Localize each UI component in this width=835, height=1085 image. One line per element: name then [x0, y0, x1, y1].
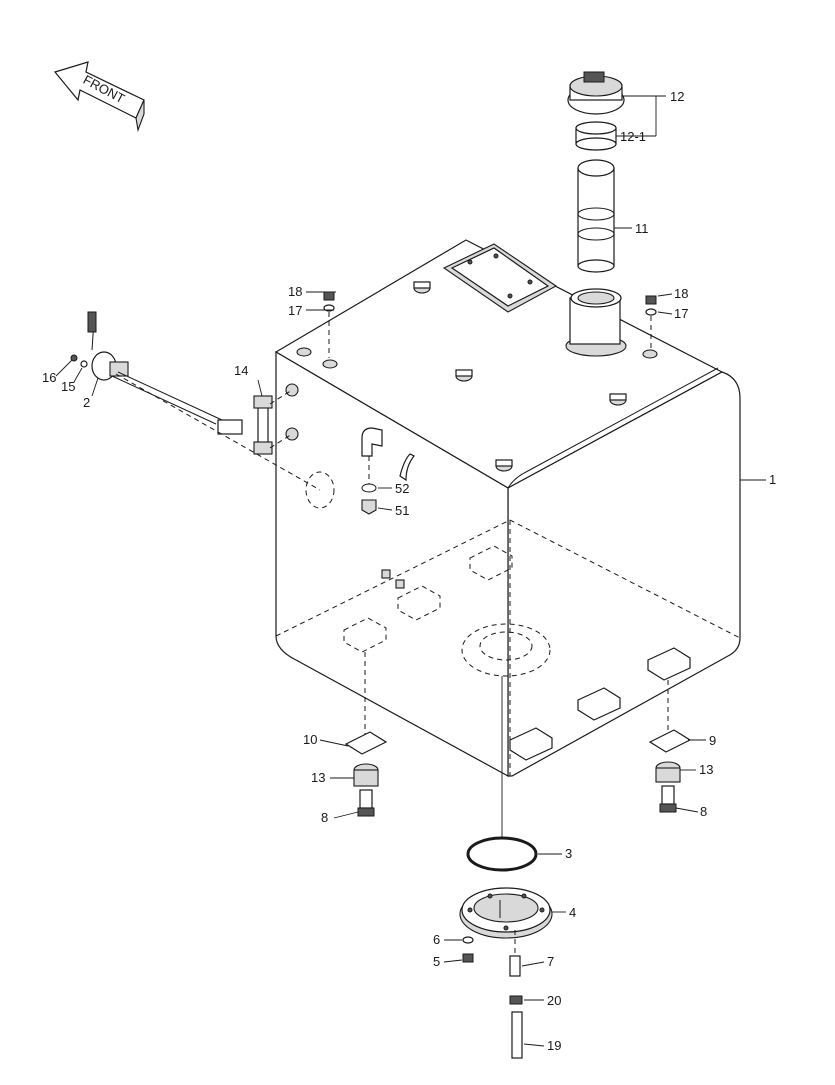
callout-1: 1	[769, 472, 776, 487]
callout-14: 14	[234, 363, 248, 378]
top-bolts	[323, 291, 657, 358]
callout-8-left: 8	[321, 810, 328, 825]
drain-valve	[509, 930, 523, 1059]
callout-12-1: 12-1	[620, 129, 646, 144]
callout-20: 20	[547, 993, 561, 1008]
callout-4: 4	[569, 905, 576, 920]
strainer	[577, 159, 615, 273]
leader-lines	[55, 95, 766, 1047]
front-arrow: FRONT	[53, 61, 145, 133]
right-mount	[648, 680, 692, 813]
callout-10: 10	[303, 732, 317, 747]
callout-15: 15	[61, 379, 75, 394]
drain-cover	[459, 887, 553, 939]
level-gauge	[253, 389, 293, 455]
level-switch	[70, 311, 321, 491]
callout-51: 51	[395, 503, 409, 518]
callout-7: 7	[547, 954, 554, 969]
callout-13-right: 13	[699, 762, 713, 777]
callout-9: 9	[709, 733, 716, 748]
callout-2: 2	[83, 395, 90, 410]
callout-6: 6	[433, 932, 440, 947]
elbow-fitting	[361, 427, 415, 515]
callout-18-right: 18	[674, 286, 688, 301]
breather-cap	[567, 71, 625, 115]
callout-11: 11	[635, 221, 649, 236]
callout-12: 12	[670, 89, 684, 104]
hydraulic-tank	[274, 239, 741, 778]
callout-13-left: 13	[311, 770, 325, 785]
callout-17-left: 17	[288, 303, 302, 318]
callout-19: 19	[547, 1038, 561, 1053]
callout-16: 16	[42, 370, 56, 385]
cover-bolts	[462, 936, 474, 963]
callout-3: 3	[565, 846, 572, 861]
o-ring	[466, 676, 538, 872]
left-mount	[344, 652, 388, 817]
breather-element	[575, 121, 617, 151]
callout-5: 5	[433, 954, 440, 969]
callout-18-left: 18	[288, 284, 302, 299]
callout-52: 52	[395, 481, 409, 496]
callout-17-right: 17	[674, 306, 688, 321]
callout-8-right: 8	[700, 804, 707, 819]
callout-labels: 1 12 12-1 11 18 17 18 17 14 2 15 16 52 5…	[42, 89, 776, 1053]
mounting-bosses	[296, 281, 658, 472]
